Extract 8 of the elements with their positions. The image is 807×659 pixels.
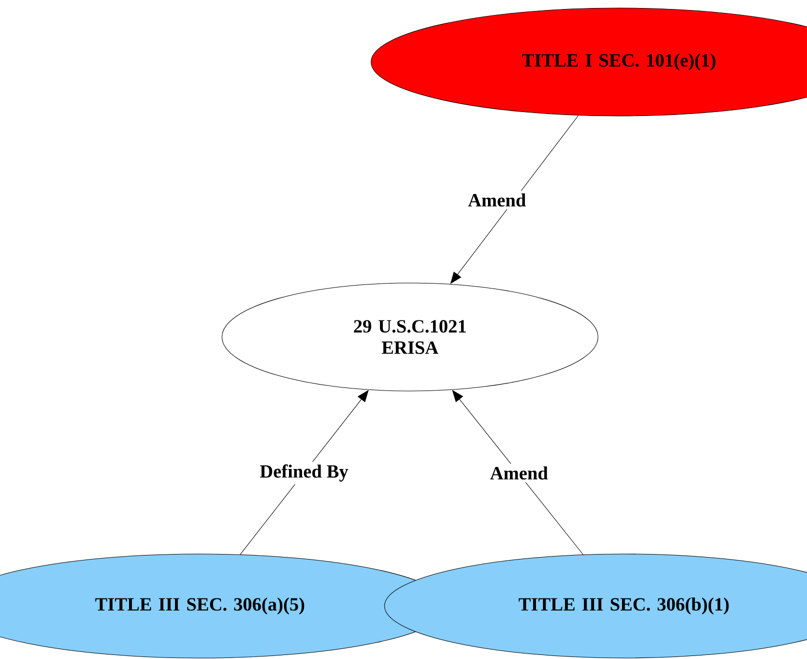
ellipse-node: TITLE I SEC. 101(e)(1): [370, 8, 807, 116]
node-label: TITLE III SEC. 306(b)(1): [518, 598, 729, 614]
ellipse-node: 29 U.S.C.1021 ERISA: [222, 282, 598, 392]
edge-label: Amend: [487, 464, 551, 482]
ellipse-node: TITLE III SEC. 306(b)(1): [384, 554, 807, 658]
arrow: [450, 115, 579, 284]
edge-label: Defined By: [257, 462, 351, 484]
edge-label: Amend: [465, 190, 529, 210]
